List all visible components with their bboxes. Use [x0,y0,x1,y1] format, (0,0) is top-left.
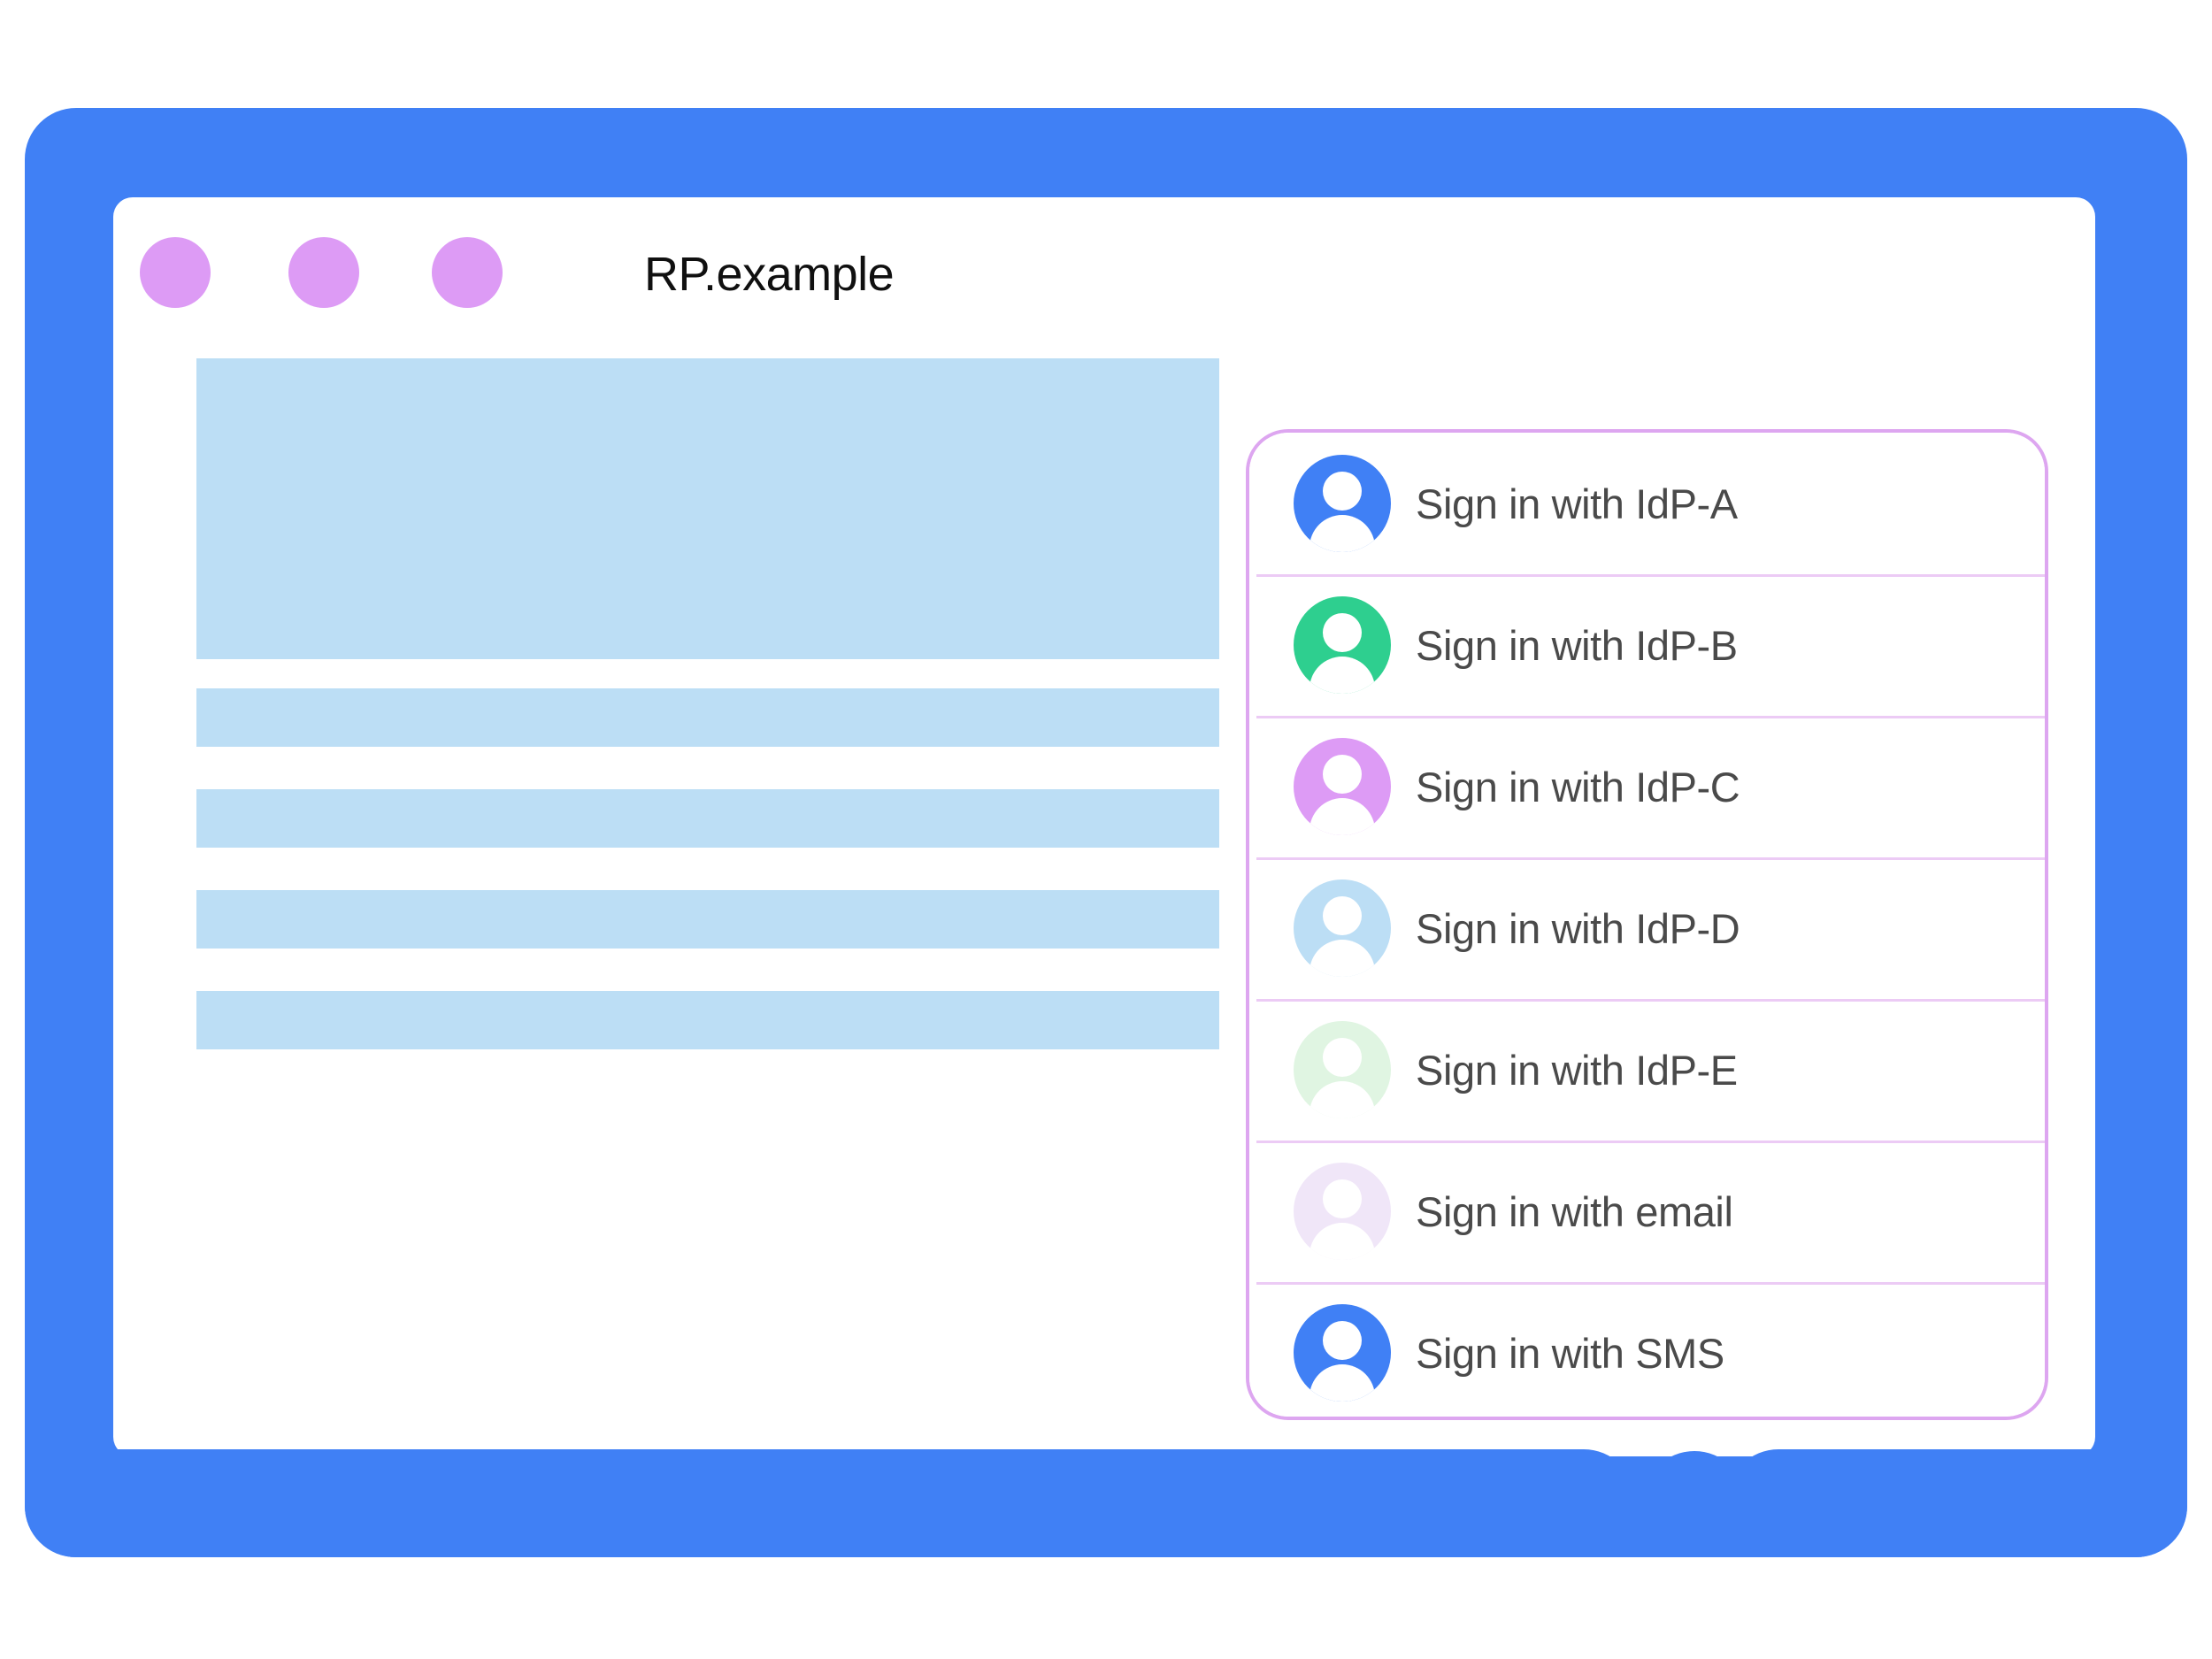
account-avatar-icon [1294,1304,1391,1402]
account-avatar-icon [1294,738,1391,835]
account-avatar-icon [1294,1021,1391,1118]
text-line-placeholder-2 [196,789,1219,848]
signin-option-row[interactable]: Sign in with IdP-E [1249,999,2045,1141]
window-dot-close-icon[interactable] [140,237,211,308]
window-dot-maximize-icon[interactable] [432,237,503,308]
account-avatar-icon [1294,455,1391,552]
signin-option-label: Sign in with IdP-D [1416,904,1740,952]
signin-option-row[interactable]: Sign in with IdP-B [1249,574,2045,716]
signin-option-row[interactable]: Sign in with email [1249,1141,2045,1282]
text-line-placeholder-3 [196,890,1219,949]
signin-option-label: Sign in with IdP-B [1416,621,1738,669]
signin-option-label: Sign in with IdP-C [1416,763,1740,810]
signin-option-label: Sign in with IdP-A [1416,480,1738,527]
signin-option-row[interactable]: Sign in with IdP-D [1249,857,2045,999]
hero-placeholder [196,358,1219,659]
window-chrome: RP.example [113,197,2095,358]
device-bottom-bar-left [25,1449,1635,1557]
text-line-placeholder-1 [196,688,1219,747]
site-title: RP.example [644,248,895,301]
signin-option-label: Sign in with email [1416,1187,1733,1235]
signin-option-label: Sign in with IdP-E [1416,1046,1738,1094]
text-line-placeholder-4 [196,991,1219,1049]
signin-option-label: Sign in with SMS [1416,1329,1724,1377]
signin-option-row[interactable]: Sign in with SMS [1249,1282,2045,1417]
account-avatar-icon [1294,1163,1391,1260]
account-avatar-icon [1294,596,1391,694]
signin-option-row[interactable]: Sign in with IdP-C [1249,716,2045,857]
page-content-placeholder [196,358,1219,1092]
device-bottom-bar-right [1727,1449,2187,1557]
account-avatar-icon [1294,879,1391,977]
window-dot-minimize-icon[interactable] [288,237,359,308]
signin-option-row[interactable]: Sign in with IdP-A [1249,433,2045,574]
signin-options-panel: Sign in with IdP-A Sign in with IdP-B Sign… [1246,429,2048,1420]
